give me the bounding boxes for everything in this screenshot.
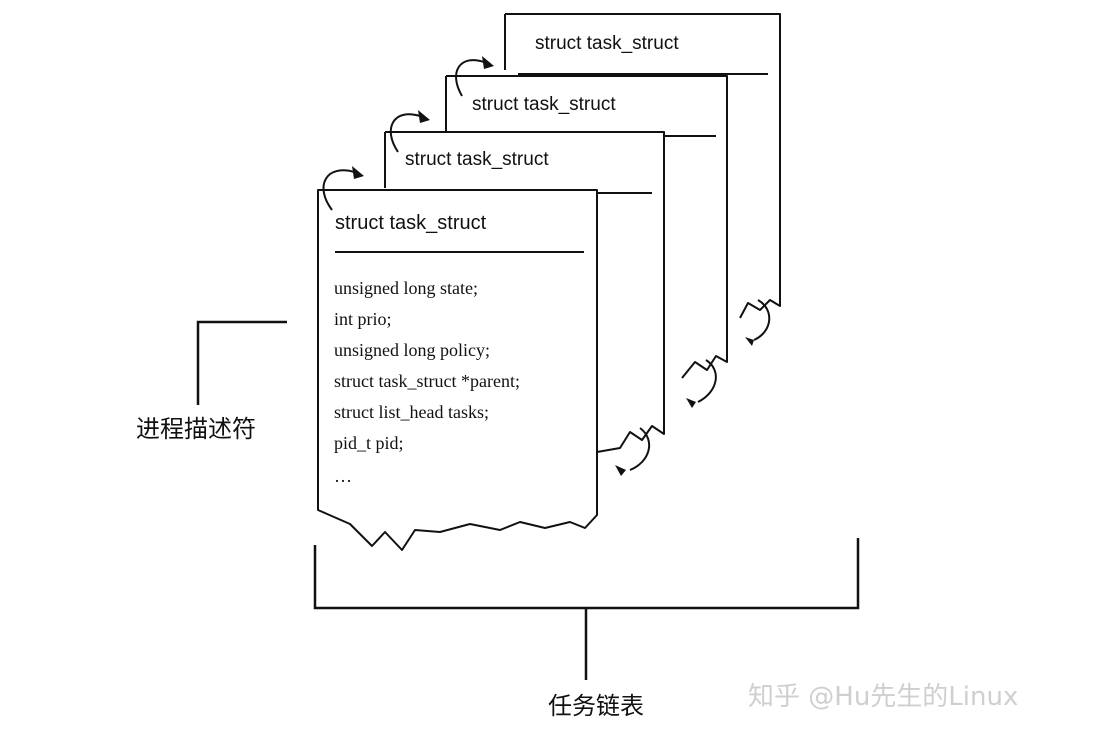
- field-list: unsigned long state; int prio; unsigned …: [334, 278, 520, 486]
- field-ellipsis: …: [334, 466, 352, 486]
- task-struct-card-1: struct task_struct unsigned long state; …: [317, 166, 598, 551]
- field-prio: int prio;: [334, 309, 392, 329]
- label-task-list: 任务链表: [548, 692, 644, 720]
- task-list-bracket: 任务链表: [313, 538, 860, 720]
- struct-header-4: struct task_struct: [535, 33, 679, 54]
- field-parent: struct task_struct *parent;: [334, 371, 520, 391]
- field-policy: unsigned long policy;: [334, 340, 490, 360]
- struct-header-2: struct task_struct: [405, 149, 549, 170]
- field-state: unsigned long state;: [334, 278, 478, 298]
- field-pid: pid_t pid;: [334, 433, 404, 453]
- struct-header-3: struct task_struct: [472, 94, 616, 115]
- field-tasks: struct list_head tasks;: [334, 402, 489, 422]
- watermark: 知乎 @Hu先生的Linux: [748, 682, 1018, 712]
- label-process-descriptor: 进程描述符: [136, 415, 256, 443]
- descriptor-callout: 进程描述符: [136, 320, 287, 443]
- struct-header-1: struct task_struct: [335, 212, 487, 234]
